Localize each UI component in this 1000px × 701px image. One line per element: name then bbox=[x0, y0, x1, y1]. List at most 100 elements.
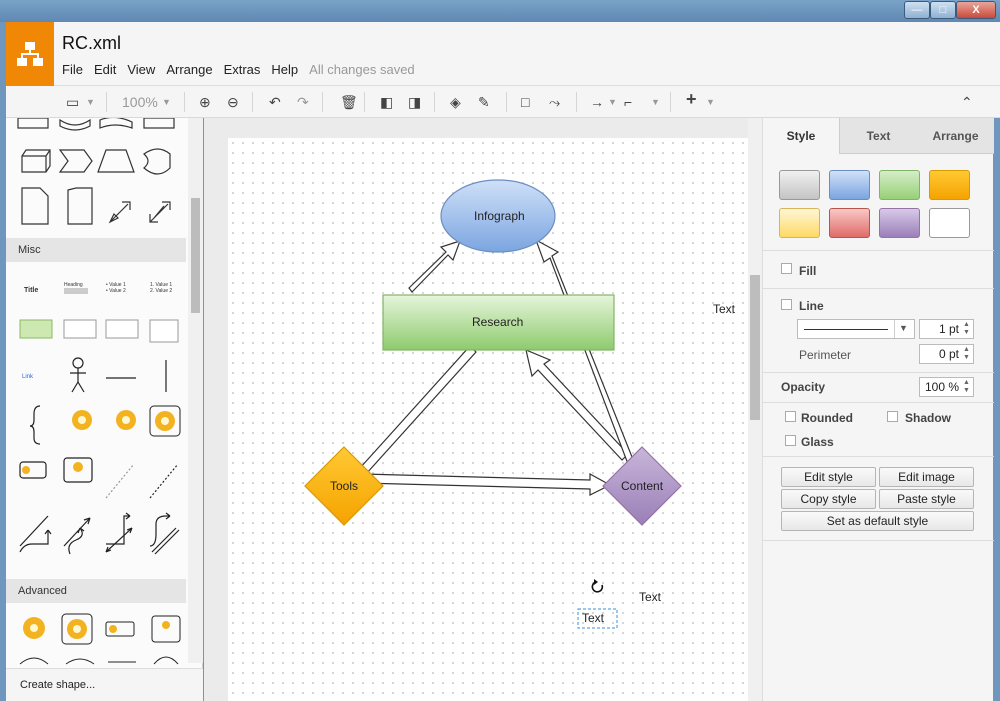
text-label[interactable]: Text bbox=[713, 302, 736, 316]
shape-palette-general[interactable] bbox=[10, 118, 190, 230]
section-advanced[interactable]: Advanced bbox=[6, 579, 186, 603]
shape-palette-misc[interactable]: Title Heading • Value 1• Value 2 1. Valu… bbox=[10, 268, 190, 568]
panel-divider bbox=[763, 540, 994, 541]
collapse-icon[interactable]: ⌃ bbox=[961, 94, 973, 110]
page-view-icon[interactable]: ▭ bbox=[66, 94, 80, 110]
shadow-icon[interactable]: □ bbox=[521, 94, 530, 110]
zoom-in-icon[interactable]: ⊕ bbox=[199, 94, 211, 110]
shape-label-research[interactable]: Research bbox=[472, 315, 524, 329]
format-panel: Style Text Arrange Fill Line ▼ 1 pt▲▼ Pe… bbox=[762, 118, 994, 701]
diagram-page[interactable] bbox=[228, 138, 748, 701]
line-checkbox[interactable] bbox=[781, 299, 792, 310]
panel-divider bbox=[763, 456, 994, 457]
perimeter-input[interactable]: 0 pt▲▼ bbox=[919, 344, 974, 364]
shadow-label: Shadow bbox=[905, 411, 952, 425]
shadow-checkbox[interactable] bbox=[887, 411, 898, 422]
style-swatch-white[interactable] bbox=[929, 208, 970, 238]
chevron-down-icon: ▼ bbox=[706, 97, 715, 107]
create-shape-button[interactable]: Create shape... bbox=[6, 668, 203, 701]
close-button[interactable]: X bbox=[956, 1, 996, 19]
svg-text:• Value 2: • Value 2 bbox=[106, 288, 126, 294]
style-swatch-yellow[interactable] bbox=[779, 208, 820, 238]
toolbar-separator bbox=[576, 92, 577, 112]
glass-checkbox[interactable] bbox=[785, 435, 796, 446]
svg-text:Heading: Heading bbox=[64, 282, 83, 288]
menu-view[interactable]: View bbox=[127, 62, 156, 77]
line-width-value: 1 pt bbox=[938, 322, 959, 336]
zoom-out-icon[interactable]: ⊖ bbox=[227, 94, 239, 110]
shape-palette-connectors[interactable] bbox=[10, 522, 190, 582]
tab-text[interactable]: Text bbox=[840, 118, 917, 154]
zoom-level[interactable]: 100% bbox=[122, 94, 158, 110]
connection-arrow-icon[interactable]: → bbox=[590, 94, 604, 110]
line-pattern-select[interactable]: ▼ bbox=[797, 319, 915, 339]
maximize-button[interactable]: □ bbox=[930, 1, 956, 19]
spinner-icon[interactable]: ▲▼ bbox=[963, 321, 970, 336]
set-default-style-button[interactable]: Set as default style bbox=[781, 511, 974, 531]
style-swatch-orange[interactable] bbox=[929, 170, 970, 200]
spinner-icon[interactable]: ▲▼ bbox=[963, 346, 970, 361]
line-color-icon[interactable]: ✎ bbox=[478, 94, 490, 110]
toolbar-separator bbox=[322, 92, 323, 112]
shape-label-tools[interactable]: Tools bbox=[330, 479, 359, 493]
sidebar-scrollbar-thumb[interactable] bbox=[191, 198, 200, 313]
fill-checkbox[interactable] bbox=[781, 263, 792, 274]
shape-label-content[interactable]: Content bbox=[621, 479, 664, 493]
fill-label: Fill bbox=[799, 264, 817, 278]
tab-style[interactable]: Style bbox=[763, 118, 840, 154]
panel-divider bbox=[763, 402, 994, 403]
canvas-area[interactable] bbox=[204, 118, 748, 701]
canvas-scrollbar-thumb[interactable] bbox=[750, 275, 760, 420]
undo-icon[interactable]: ↶ bbox=[269, 94, 281, 110]
menu-arrange[interactable]: Arrange bbox=[166, 62, 213, 77]
svg-text:2. Value 2: 2. Value 2 bbox=[150, 288, 172, 294]
shape-palette-advanced[interactable] bbox=[10, 610, 190, 666]
connection-waypoint-icon[interactable]: ⌐ bbox=[624, 94, 633, 110]
opacity-label: Opacity bbox=[781, 380, 826, 394]
toolbar-separator bbox=[670, 92, 671, 112]
panel-divider bbox=[763, 288, 994, 289]
opacity-input[interactable]: 100 %▲▼ bbox=[919, 377, 974, 397]
chevron-down-icon: ▼ bbox=[608, 97, 617, 107]
shape-label-infograph[interactable]: Infograph bbox=[474, 209, 525, 223]
rounded-checkbox[interactable] bbox=[785, 411, 796, 422]
redo-icon[interactable]: ↷ bbox=[297, 94, 309, 110]
to-back-icon[interactable]: ◨ bbox=[408, 94, 422, 110]
menu-edit[interactable]: Edit bbox=[93, 62, 117, 77]
section-misc[interactable]: Misc bbox=[6, 238, 186, 262]
chevron-down-icon: ▼ bbox=[899, 323, 908, 333]
style-swatch-gray[interactable] bbox=[779, 170, 820, 200]
toolbar-separator bbox=[364, 92, 365, 112]
style-swatch-green[interactable] bbox=[879, 170, 920, 200]
line-width-input[interactable]: 1 pt ▲▼ bbox=[919, 319, 974, 339]
chevron-down-icon: ▼ bbox=[86, 97, 95, 107]
style-swatch-blue[interactable] bbox=[829, 170, 870, 200]
copy-style-button[interactable]: Copy style bbox=[781, 489, 876, 509]
shape-library: Misc Title Heading • Value 1• Value 2 1.… bbox=[6, 118, 203, 701]
text-label[interactable]: Text bbox=[639, 590, 662, 604]
waypoints-icon[interactable]: ⤳ bbox=[549, 94, 561, 110]
edit-style-button[interactable]: Edit style bbox=[781, 467, 876, 487]
insert-icon[interactable]: + bbox=[686, 89, 697, 109]
edit-image-button[interactable]: Edit image bbox=[879, 467, 974, 487]
fill-color-icon[interactable]: ◈ bbox=[450, 94, 461, 110]
delete-icon[interactable]: 🗑 bbox=[340, 94, 358, 110]
paste-style-button[interactable]: Paste style bbox=[879, 489, 974, 509]
svg-text:Link: Link bbox=[22, 374, 34, 380]
text-label-selected[interactable]: Text bbox=[582, 611, 605, 625]
menu-file[interactable]: File bbox=[62, 62, 83, 77]
tab-arrange[interactable]: Arrange bbox=[917, 118, 994, 154]
style-swatch-red[interactable] bbox=[829, 208, 870, 238]
svg-text:1. Value 1: 1. Value 1 bbox=[150, 282, 172, 288]
app-header: RC.xml File Edit View Arrange Extras Hel… bbox=[6, 22, 1000, 86]
to-front-icon[interactable]: ◧ bbox=[380, 94, 394, 110]
style-swatch-purple[interactable] bbox=[879, 208, 920, 238]
menu-help[interactable]: Help bbox=[271, 62, 299, 77]
document-title[interactable]: RC.xml bbox=[62, 33, 121, 53]
spinner-icon[interactable]: ▲▼ bbox=[963, 379, 970, 394]
minimize-button[interactable]: — bbox=[904, 1, 930, 19]
window-titlebar: — □ X bbox=[0, 0, 1000, 22]
menu-extras[interactable]: Extras bbox=[223, 62, 261, 77]
rounded-label: Rounded bbox=[801, 411, 853, 425]
